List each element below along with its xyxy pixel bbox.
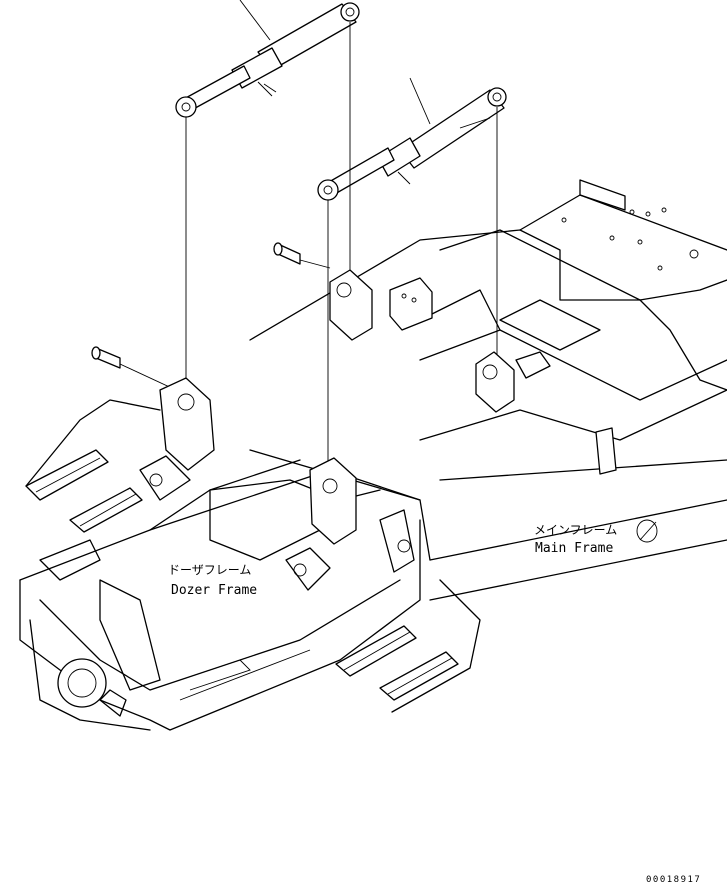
main-frame (249, 179, 727, 601)
main-frame-label-jp: メインフレーム (534, 523, 617, 537)
main-frame-label: メインフレーム Main Frame (534, 523, 617, 556)
track-guard-left (25, 399, 161, 533)
dozer-frame-label-jp: ドーザフレーム (168, 563, 251, 577)
main-frame-label-en: Main Frame (535, 541, 613, 556)
lift-cylinder-lower (317, 77, 507, 201)
dozer-frame (19, 449, 431, 731)
drawing-number: 00018917 (646, 875, 701, 885)
dozer-frame-label-en: Dozer Frame (171, 583, 257, 598)
dozer-bracket-left (139, 377, 215, 501)
main-frame-bracket-right (475, 351, 617, 475)
pins (91, 242, 331, 391)
lift-cylinder-upper (175, 0, 360, 118)
assembly-guide-lines (185, 22, 498, 478)
main-frame-bracket-upper (329, 269, 433, 341)
dozer-bracket-right (285, 457, 415, 591)
track-guard-right (335, 579, 481, 713)
dozer-frame-label: ドーザフレーム Dozer Frame (168, 563, 257, 598)
